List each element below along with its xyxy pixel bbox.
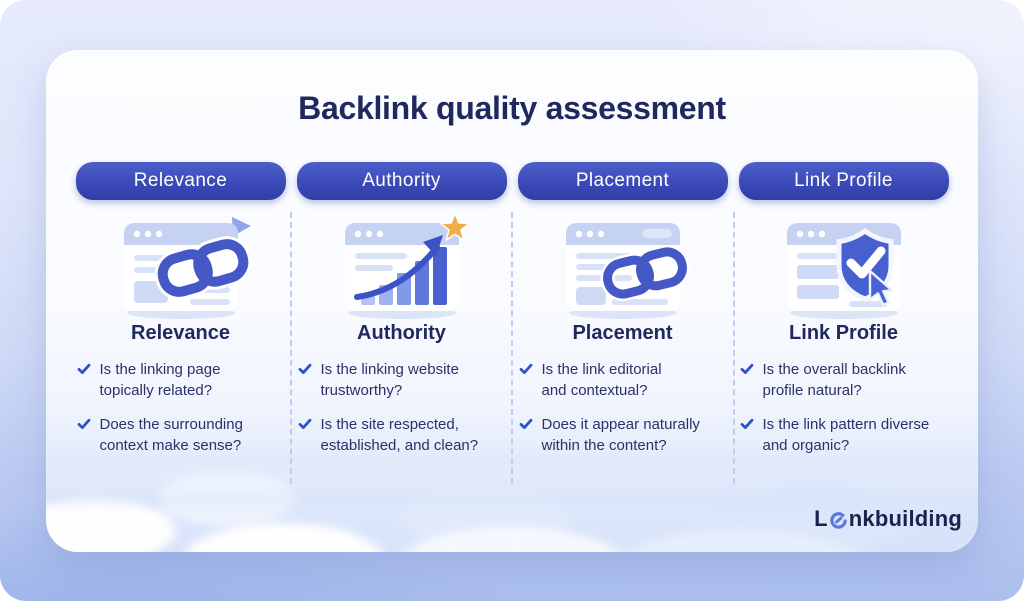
- checklist-item: Is the linking website trustworthy?: [298, 359, 506, 401]
- check-icon: [740, 418, 753, 429]
- checklist-item-text: Is the link editorial and contextual?: [541, 361, 662, 399]
- column-subtitle: Link Profile: [789, 322, 898, 344]
- column-divider: [290, 212, 292, 484]
- checklist: Is the linking website trustworthy? Is t…: [298, 359, 506, 456]
- check-icon: [740, 363, 753, 374]
- column-subtitle: Relevance: [131, 322, 230, 344]
- checklist: Is the overall backlink profile natural?…: [740, 359, 948, 456]
- check-icon: [77, 418, 90, 429]
- check-icon: [77, 363, 90, 374]
- infographic-card: Backlink quality assessment Relevance: [46, 50, 978, 552]
- check-icon: [298, 418, 311, 429]
- checklist-item: Does the surrounding context make sense?: [77, 414, 285, 456]
- page-title: Backlink quality assessment: [298, 90, 726, 126]
- checklist-item: Does it appear naturally within the cont…: [519, 414, 727, 456]
- check-icon: [519, 418, 532, 429]
- shield-check-cursor-icon: [769, 210, 919, 322]
- checklist-item-text: Is the link pattern diverse and organic?: [762, 416, 930, 454]
- checklist-item-text: Is the linking website trustworthy?: [320, 361, 459, 399]
- linkbuilding-logo: L nkbuilding: [814, 506, 962, 532]
- column-link-profile: Link Profile: [733, 162, 954, 456]
- checklist-item-text: Does the surrounding context make sense?: [99, 416, 243, 454]
- column-divider: [733, 212, 735, 484]
- column-header-pill: Relevance: [75, 162, 286, 200]
- column-subtitle: Placement: [572, 322, 673, 344]
- in-content-link-icon: [548, 210, 698, 322]
- webpage-link-icon: [106, 210, 256, 322]
- checklist-item: Is the overall backlink profile natural?: [740, 359, 948, 401]
- checklist-item-text: Does it appear naturally within the cont…: [541, 416, 700, 454]
- checklist-item: Is the link pattern diverse and organic?: [740, 414, 948, 456]
- checklist-item: Is the site respected, established, and …: [298, 414, 506, 456]
- check-icon: [298, 363, 311, 374]
- link-ring-icon: [830, 512, 847, 529]
- checklist: Is the linking page topically related? D…: [77, 359, 285, 456]
- column-header-pill: Link Profile: [738, 162, 949, 200]
- logo-text-prefix: L: [814, 506, 828, 531]
- check-icon: [519, 363, 532, 374]
- logo-text-suffix: nkbuilding: [848, 506, 962, 531]
- column-relevance: Relevance: [70, 162, 291, 456]
- column-header-pill: Placement: [517, 162, 728, 200]
- column-authority: Authority: [291, 162, 512, 456]
- column-header-pill: Authority: [296, 162, 507, 200]
- column-placement: Placement: [512, 162, 733, 456]
- checklist-item-text: Is the overall backlink profile natural?: [762, 361, 906, 399]
- checklist-item: Is the link editorial and contextual?: [519, 359, 727, 401]
- growth-chart-star-icon: [327, 210, 477, 322]
- checklist-item-text: Is the linking page topically related?: [99, 361, 221, 399]
- column-divider: [511, 212, 513, 484]
- checklist-item: Is the linking page topically related?: [77, 359, 285, 401]
- column-subtitle: Authority: [357, 322, 446, 344]
- columns-row: Relevance: [70, 162, 954, 456]
- checklist: Is the link editorial and contextual? Do…: [519, 359, 727, 456]
- checklist-item-text: Is the site respected, established, and …: [320, 416, 479, 454]
